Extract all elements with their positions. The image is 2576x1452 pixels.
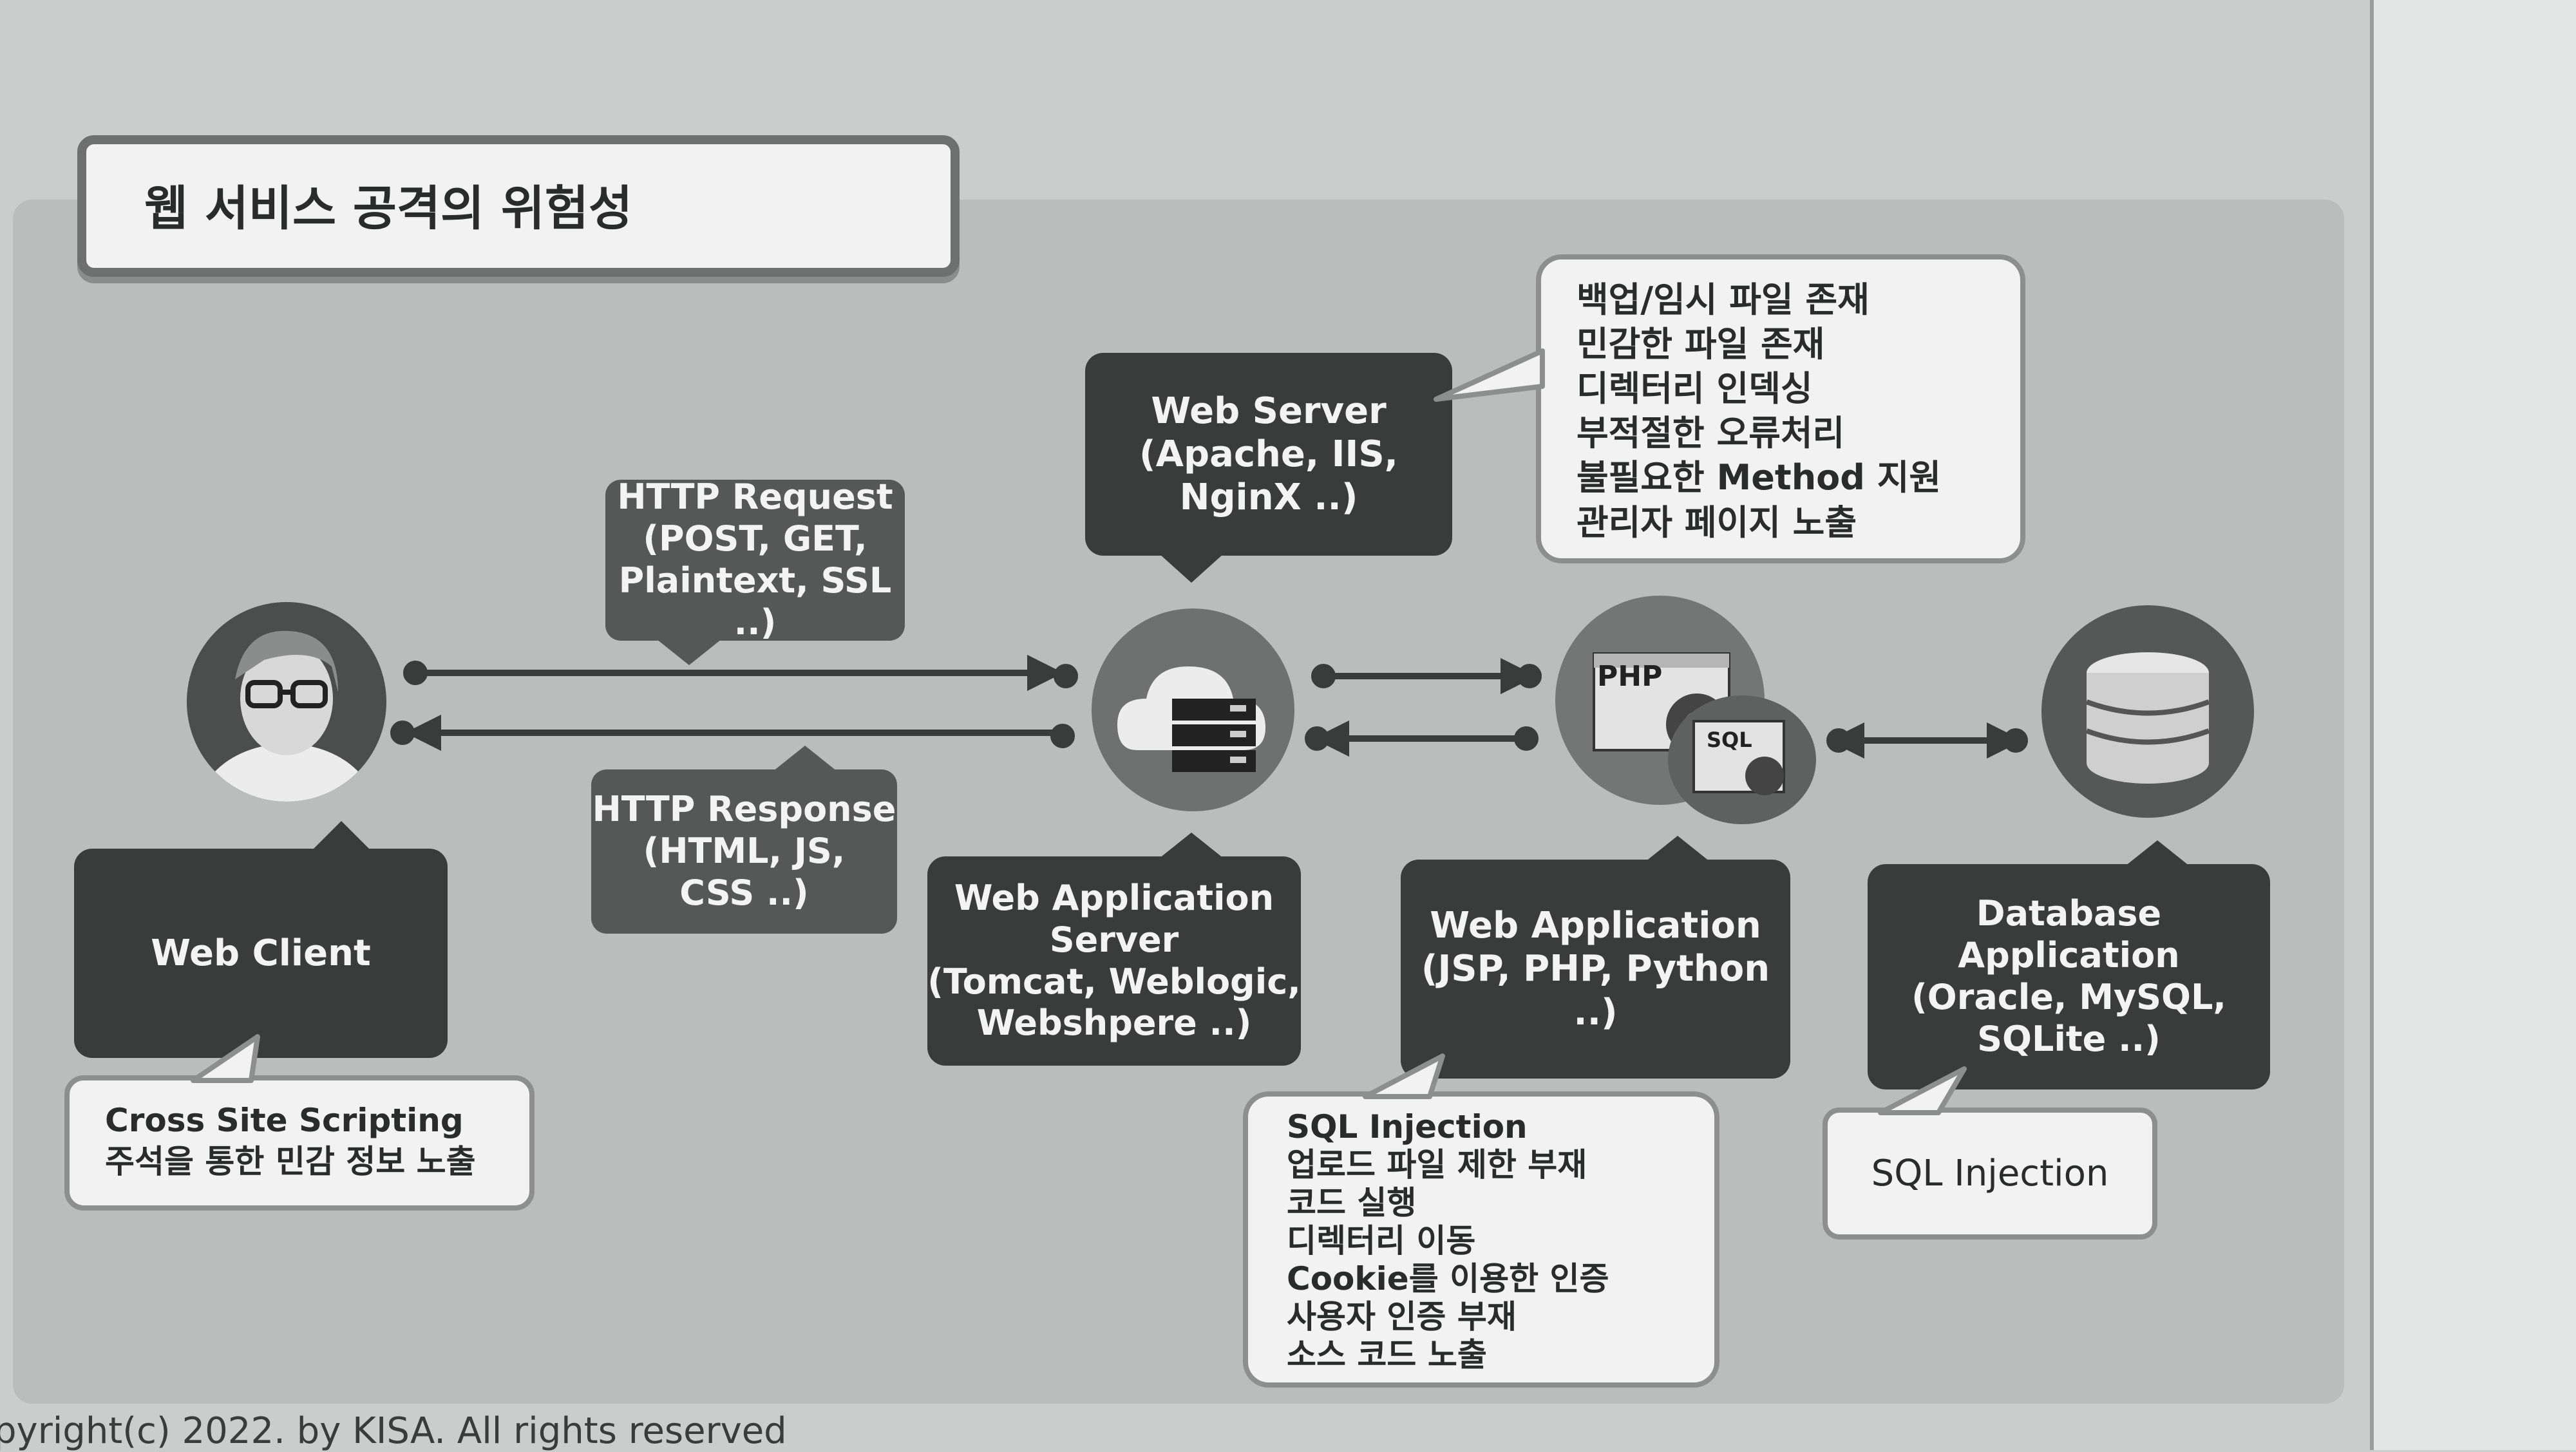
web-server-cloud-icon <box>1092 608 1294 811</box>
http-response-tail <box>773 746 837 771</box>
http-request-tail <box>657 639 721 665</box>
sql-label: SQL <box>1707 728 1752 752</box>
database-risks-callout: SQL Injection <box>1823 1108 2157 1240</box>
title-box: 웹 서비스 공격의 위험성 <box>77 135 960 277</box>
page-edge <box>2370 0 2576 1450</box>
web-application-tail <box>1645 836 1710 862</box>
sql-gear-icon: SQL <box>1668 695 1816 824</box>
web-application-php-icon: PHP <box>1555 596 1765 805</box>
web-client-tail <box>309 821 374 853</box>
web-server-risks-callout: 백업/임시 파일 존재 민감한 파일 존재 디렉터리 인덱싱 부적절한 오류처리… <box>1536 254 2025 563</box>
diagram-title: 웹 서비스 공격의 위험성 <box>144 181 633 236</box>
web-server-tail <box>1159 554 1224 583</box>
web-client-box: Web Client <box>74 849 448 1058</box>
web-app-server-box: Web Application Server (Tomcat, Weblogic… <box>927 856 1301 1066</box>
web-app-server-tail <box>1159 833 1224 858</box>
database-application-box: Database Application (Oracle, MySQL, SQL… <box>1868 864 2270 1089</box>
web-client-risks-callout: Cross Site Scripting 주석을 통한 민감 정보 노출 <box>64 1075 535 1211</box>
php-label: PHP <box>1597 660 1663 693</box>
database-tail <box>2125 840 2190 866</box>
database-icon <box>2041 605 2254 818</box>
web-application-risks-callout: SQL Injection 업로드 파일 제한 부재 코드 실행 디렉터리 이동… <box>1243 1091 1719 1388</box>
copyright-footer: pyright(c) 2022. by KISA. All rights res… <box>0 1410 787 1452</box>
http-request-label: HTTP Request (POST, GET, Plaintext, SSL … <box>605 476 905 643</box>
web-client-user-icon <box>187 602 386 802</box>
web-application-box: Web Application (JSP, PHP, Python ..) <box>1401 860 1790 1079</box>
web-server-box: Web Server (Apache, IIS, NginX ..) <box>1085 353 1452 556</box>
http-response-label: HTTP Response (HTML, JS, CSS ..) <box>591 769 897 934</box>
